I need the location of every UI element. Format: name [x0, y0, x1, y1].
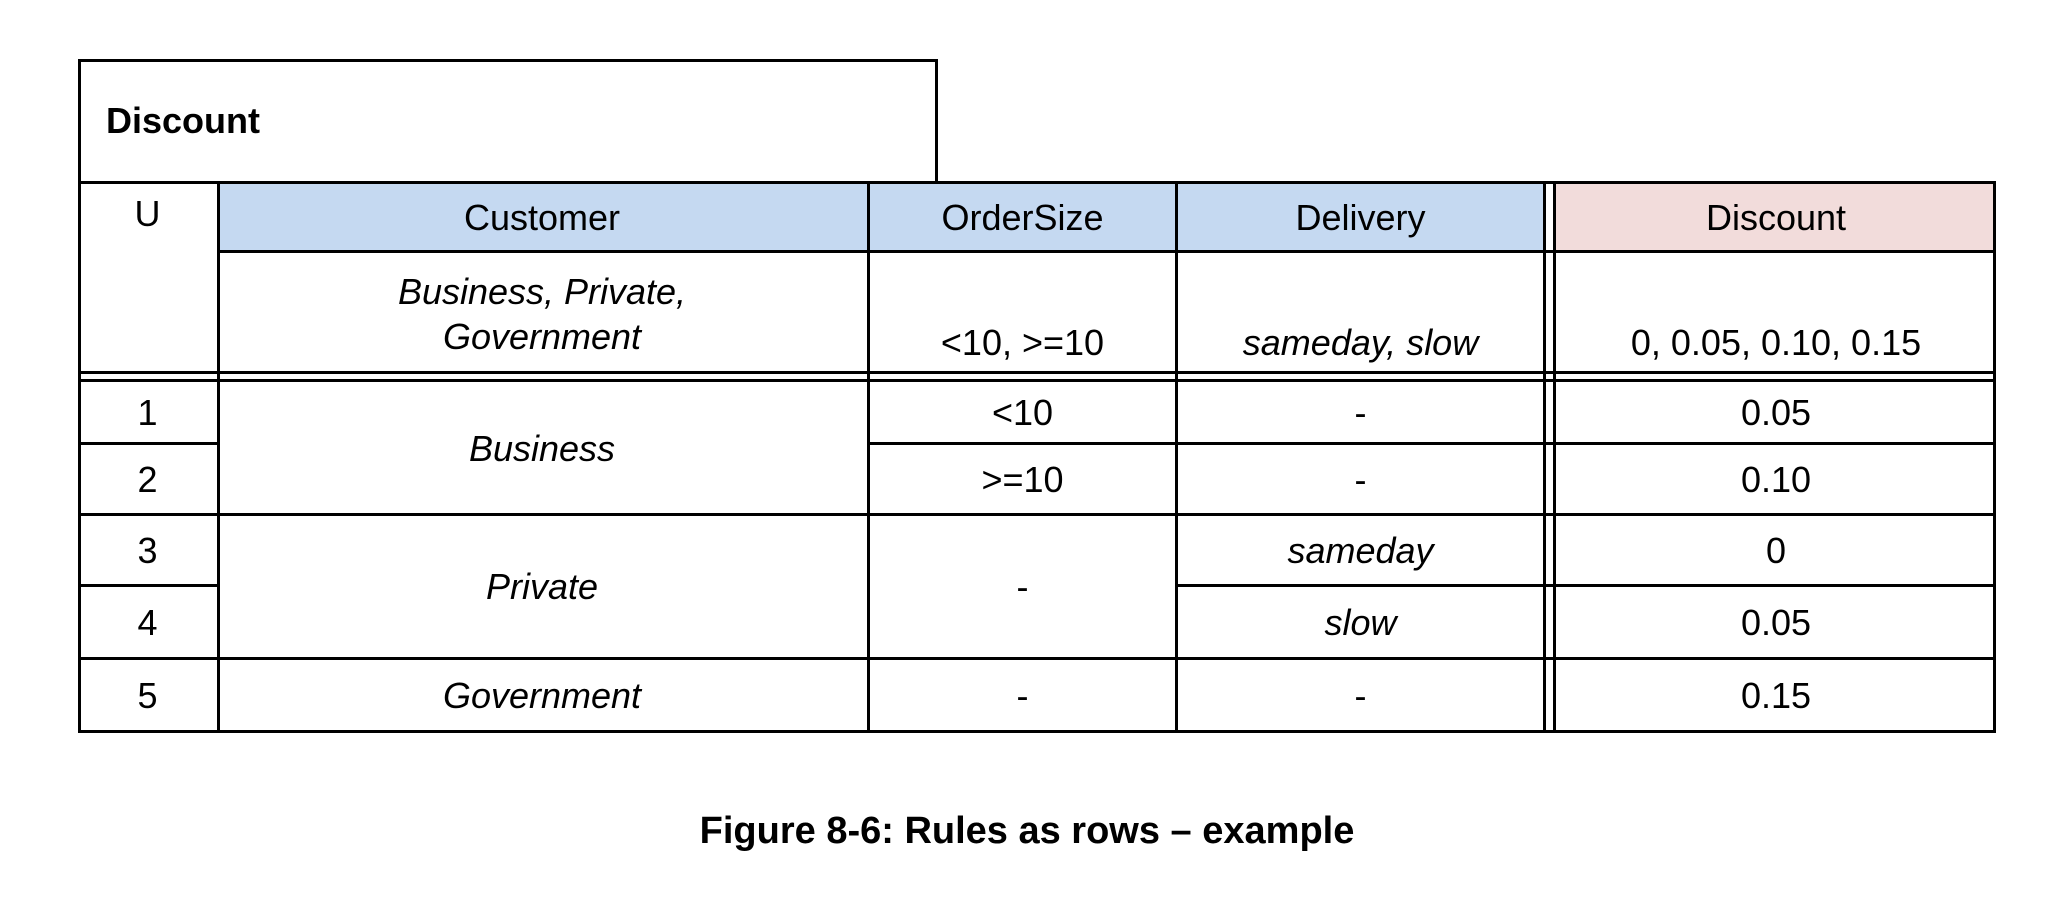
- header-delivery: Delivery: [1178, 184, 1543, 250]
- row-border: [78, 513, 1996, 516]
- delivery-cell: -: [1354, 458, 1367, 500]
- delivery-cell: slow: [1324, 601, 1397, 643]
- delivery-cell: -: [1354, 674, 1367, 716]
- row-border: [78, 442, 217, 445]
- delivery-cell: -: [1354, 392, 1367, 433]
- allowed-customer-line1: Business, Private,: [397, 271, 687, 312]
- allowed-order-size: <10, >=10: [940, 322, 1105, 363]
- rule-number: 3: [137, 529, 158, 571]
- order-size-cell: -: [1016, 674, 1029, 716]
- allowed-delivery: sameday, slow: [1242, 322, 1479, 363]
- rule-number: 4: [137, 601, 158, 643]
- allowed-customer-line2: Government: [442, 316, 642, 357]
- order-size-cell: <10: [991, 392, 1054, 433]
- rule-number: 1: [137, 392, 158, 433]
- column-border: [867, 181, 870, 733]
- discount-cell: 0.10: [1740, 458, 1812, 500]
- discount-cell: 0.05: [1740, 601, 1812, 643]
- header-divider: [217, 250, 1996, 253]
- table-right-border: [1993, 181, 1996, 733]
- header-customer: Customer: [217, 184, 867, 250]
- discount-cell: 0.05: [1740, 392, 1812, 433]
- rules-divider-top: [78, 371, 1996, 374]
- order-size-cell: >=10: [981, 458, 1064, 500]
- output-divider-left: [1543, 181, 1546, 733]
- table-top-border: [78, 181, 1996, 184]
- customer-government: Government: [442, 674, 642, 716]
- rule-number: 5: [137, 674, 158, 716]
- discount-cell: 0.15: [1740, 674, 1812, 716]
- row-border: [867, 442, 1996, 445]
- table-left-border: [78, 181, 81, 733]
- rules-divider-bottom: [78, 379, 1996, 382]
- order-size-private: -: [1016, 566, 1029, 607]
- header-order-size: OrderSize: [870, 184, 1175, 250]
- discount-cell: 0: [1765, 529, 1787, 571]
- customer-business: Business: [468, 427, 616, 469]
- table-bottom-border: [78, 730, 1996, 733]
- output-divider-right: [1553, 181, 1556, 733]
- row-border: [1175, 584, 1996, 587]
- customer-private: Private: [485, 566, 599, 607]
- decision-name: Discount: [106, 100, 261, 141]
- allowed-discount: 0, 0.05, 0.10, 0.15: [1630, 322, 1922, 363]
- column-border: [1175, 181, 1178, 733]
- row-border: [78, 584, 217, 587]
- decision-name-box: [78, 59, 938, 183]
- figure-caption: Figure 8-6: Rules as rows – example: [699, 810, 1355, 852]
- rule-number: 2: [137, 458, 158, 500]
- row-border: [78, 657, 1996, 660]
- delivery-cell: sameday: [1287, 529, 1434, 571]
- header-discount: Discount: [1556, 184, 1996, 250]
- allowed-customer: Business, Private, Government: [217, 253, 867, 371]
- hit-policy: U: [134, 193, 161, 234]
- column-border: [217, 181, 220, 733]
